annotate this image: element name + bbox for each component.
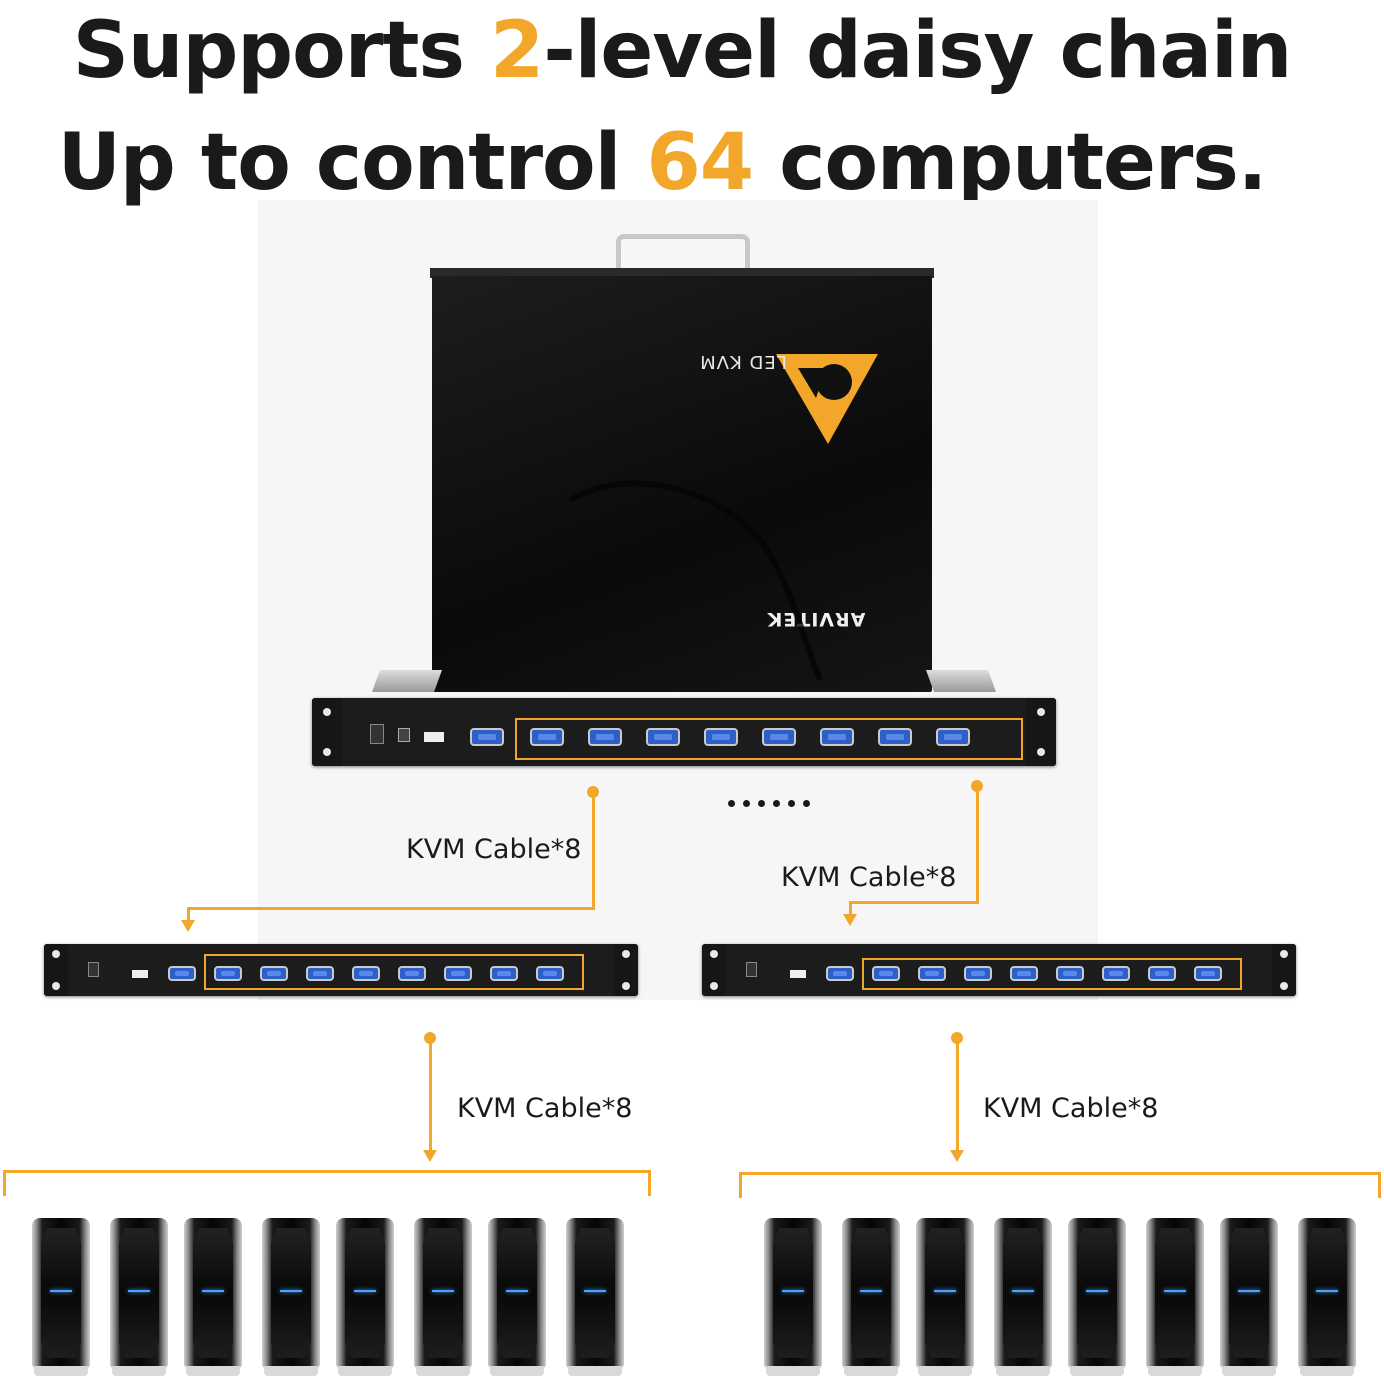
rail-left	[371, 670, 443, 692]
tower-pc-icon	[842, 1218, 900, 1376]
right-vga-port-1-icon	[872, 966, 900, 981]
tower-pc-icon	[1220, 1218, 1278, 1376]
connector-line-tr-vertical	[976, 786, 979, 904]
right-vga-port-5-icon	[1056, 966, 1084, 981]
headline-2-text-a: Up to control	[57, 118, 647, 208]
power-switch-icon	[370, 724, 384, 744]
arrow-br-icon	[950, 1150, 964, 1162]
left-vga-port-4-icon	[352, 966, 380, 981]
more-connections-ellipsis	[728, 800, 810, 807]
headline-1-highlight: 2	[490, 6, 544, 96]
right-vga-port-4-icon	[1010, 966, 1038, 981]
brand-logo-icon	[776, 354, 878, 444]
tower-pc-icon	[916, 1218, 974, 1376]
main-vga-port-7-icon	[878, 728, 912, 746]
bracket-left-top	[3, 1170, 651, 1173]
main-ports-highlight	[515, 718, 1023, 760]
right-vga-out-port-icon	[826, 966, 854, 981]
connector-line-tl-drop	[187, 907, 190, 921]
left-rack-ear-left	[44, 944, 68, 996]
arrow-bl-icon	[423, 1150, 437, 1162]
tower-pc-icon	[336, 1218, 394, 1376]
tower-pc-icon	[262, 1218, 320, 1376]
tower-pc-icon	[566, 1218, 624, 1376]
bracket-right-side-a	[739, 1172, 742, 1198]
cable-label-top-left: KVM Cable*8	[406, 834, 582, 865]
tower-pc-icon	[1298, 1218, 1356, 1376]
right-vga-port-6-icon	[1102, 966, 1130, 981]
connector-line-tr-drop	[849, 901, 852, 915]
headline-line-1: Supports 2-level daisy chain	[0, 6, 1374, 96]
cable-label-bottom-right: KVM Cable*8	[983, 1093, 1159, 1124]
tower-pc-icon	[1068, 1218, 1126, 1376]
left-power-switch-icon	[88, 962, 99, 977]
arrow-tr-icon	[843, 914, 857, 926]
connector-line-tr-horizontal	[849, 901, 979, 904]
right-vga-port-8-icon	[1194, 966, 1222, 981]
tower-pc-icon	[488, 1218, 546, 1376]
tower-pc-icon	[414, 1218, 472, 1376]
cable-label-top-right: KVM Cable*8	[781, 862, 957, 893]
logo-text: LED KVM	[688, 348, 798, 372]
main-vga-port-4-icon	[704, 728, 738, 746]
left-vga-port-7-icon	[490, 966, 518, 981]
connector-line-br	[956, 1038, 959, 1152]
main-vga-port-8-icon	[936, 728, 970, 746]
left-vga-port-6-icon	[444, 966, 472, 981]
right-power-switch-icon	[746, 962, 757, 977]
right-rack-ear-right	[1272, 944, 1296, 996]
tower-pc-icon	[994, 1218, 1052, 1376]
right-vga-port-3-icon	[964, 966, 992, 981]
tower-pc-icon	[764, 1218, 822, 1376]
headline-line-2: Up to control 64 computers.	[0, 118, 1354, 208]
bracket-right-top	[739, 1172, 1381, 1175]
left-vga-port-8-icon	[536, 966, 564, 981]
tower-pc-icon	[110, 1218, 168, 1376]
tower-pc-icon	[1146, 1218, 1204, 1376]
left-vga-port-2-icon	[260, 966, 288, 981]
right-usb-port-icon	[790, 970, 806, 978]
logo-text-label: LED KVM	[699, 351, 787, 372]
bracket-left-side-a	[3, 1170, 6, 1196]
tower-pc-icon	[184, 1218, 242, 1376]
connector-line-tl-horizontal	[187, 907, 595, 910]
tower-pc-icon	[32, 1218, 90, 1376]
left-rack-ear-right	[614, 944, 638, 996]
left-ports-highlight	[204, 954, 584, 990]
bracket-right-side-b	[1378, 1172, 1381, 1198]
lid-rim	[430, 268, 934, 278]
lid-cable	[568, 480, 823, 682]
usb-port-icon	[424, 732, 444, 742]
main-vga-port-5-icon	[762, 728, 796, 746]
left-vga-port-5-icon	[398, 966, 426, 981]
right-vga-port-7-icon	[1148, 966, 1176, 981]
main-rack-ear-left	[312, 698, 342, 766]
main-rack-ear-right	[1026, 698, 1056, 766]
left-vga-out-port-icon	[168, 966, 196, 981]
carry-handle	[616, 234, 750, 276]
headline-2-text-b: computers.	[753, 118, 1267, 208]
rail-right	[925, 670, 997, 692]
arrow-tl-icon	[181, 920, 195, 932]
dc-jack-icon	[398, 728, 410, 742]
main-vga-port-3-icon	[646, 728, 680, 746]
right-ports-highlight	[862, 958, 1242, 990]
vga-out-port-icon	[470, 728, 504, 746]
left-vga-port-1-icon	[214, 966, 242, 981]
main-vga-port-1-icon	[530, 728, 564, 746]
headline-1-text-a: Supports	[72, 6, 491, 96]
connector-line-tl-vertical	[592, 792, 595, 910]
headline-1-text-b: -level daisy chain	[543, 6, 1292, 96]
connector-line-bl	[429, 1038, 432, 1152]
left-usb-port-icon	[132, 970, 148, 978]
right-vga-port-2-icon	[918, 966, 946, 981]
right-rack-ear-left	[702, 944, 726, 996]
main-vga-port-6-icon	[820, 728, 854, 746]
main-vga-port-2-icon	[588, 728, 622, 746]
left-vga-port-3-icon	[306, 966, 334, 981]
headline-2-highlight: 64	[646, 118, 755, 208]
bracket-left-side-b	[648, 1170, 651, 1196]
monitor-lid	[432, 276, 932, 692]
cable-label-bottom-left: KVM Cable*8	[457, 1093, 633, 1124]
